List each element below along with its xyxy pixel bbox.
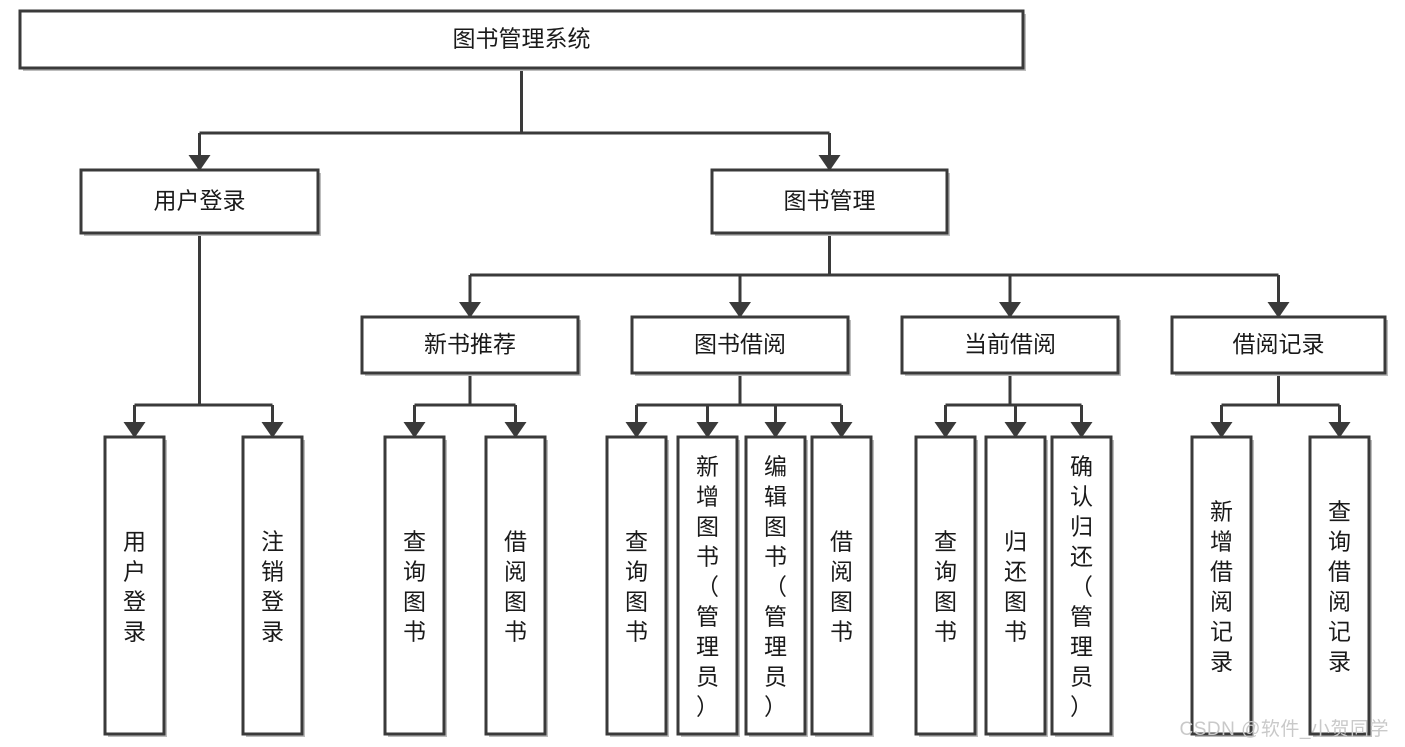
node-label: 新增图书（管理员）	[696, 454, 719, 720]
node-root[interactable]: 图书管理系统	[18, 9, 1026, 71]
node-leaf-add-book[interactable]: 新增图书（管理员）	[676, 435, 740, 737]
node-leaf-user-login[interactable]: 用户登录	[103, 435, 167, 737]
node-label: 借阅图书	[830, 529, 853, 645]
node-current-borrow[interactable]: 当前借阅	[900, 315, 1121, 376]
node-leaf-logout[interactable]: 注销登录	[241, 435, 305, 737]
node-user-login[interactable]: 用户登录	[79, 168, 321, 236]
node-leaf-confirm-return[interactable]: 确认归还（管理员）	[1050, 435, 1114, 737]
node-label: 查询图书	[934, 529, 957, 645]
node-leaf-return-book[interactable]: 归还图书	[984, 435, 1048, 737]
node-leaf-borrow-book-1[interactable]: 借阅图书	[484, 435, 548, 737]
node-label: 归还图书	[1004, 529, 1027, 645]
node-label: 用户登录	[154, 188, 246, 214]
node-label: 借阅图书	[504, 529, 527, 645]
node-leaf-borrow-book-2[interactable]: 借阅图书	[810, 435, 874, 737]
node-label: 图书借阅	[694, 331, 786, 357]
node-leaf-query-record[interactable]: 查询借阅记录	[1308, 435, 1372, 737]
node-layer: 图书管理系统用户登录图书管理新书推荐图书借阅当前借阅借阅记录用户登录注销登录查询…	[18, 9, 1388, 737]
node-borrow-record[interactable]: 借阅记录	[1170, 315, 1388, 376]
node-label: 当前借阅	[964, 331, 1056, 357]
node-label: 新增借阅记录	[1210, 499, 1233, 675]
node-leaf-query-book-3[interactable]: 查询图书	[914, 435, 978, 737]
node-label: 查询图书	[625, 529, 648, 645]
node-leaf-query-book-1[interactable]: 查询图书	[383, 435, 447, 737]
node-leaf-add-record[interactable]: 新增借阅记录	[1190, 435, 1254, 737]
node-label: 查询图书	[403, 529, 426, 645]
node-leaf-query-book-2[interactable]: 查询图书	[605, 435, 669, 737]
connector-layer	[123, 68, 1351, 438]
node-label: 查询借阅记录	[1328, 499, 1351, 675]
node-label: 借阅记录	[1233, 331, 1325, 357]
node-new-book-rec[interactable]: 新书推荐	[360, 315, 581, 376]
csdn-watermark: CSDN @软件_小贺同学	[1179, 719, 1389, 740]
node-label: 确认归还（管理员）	[1070, 454, 1093, 720]
node-label: 新书推荐	[424, 331, 516, 357]
node-leaf-edit-book[interactable]: 编辑图书（管理员）	[744, 435, 808, 737]
node-label: 图书管理系统	[453, 26, 591, 52]
node-label: 用户登录	[123, 529, 146, 645]
node-label: 注销登录	[261, 529, 284, 645]
node-book-manage[interactable]: 图书管理	[710, 168, 950, 236]
node-label: 编辑图书（管理员）	[764, 454, 787, 720]
node-label: 图书管理	[784, 188, 876, 214]
node-book-borrow[interactable]: 图书借阅	[630, 315, 851, 376]
